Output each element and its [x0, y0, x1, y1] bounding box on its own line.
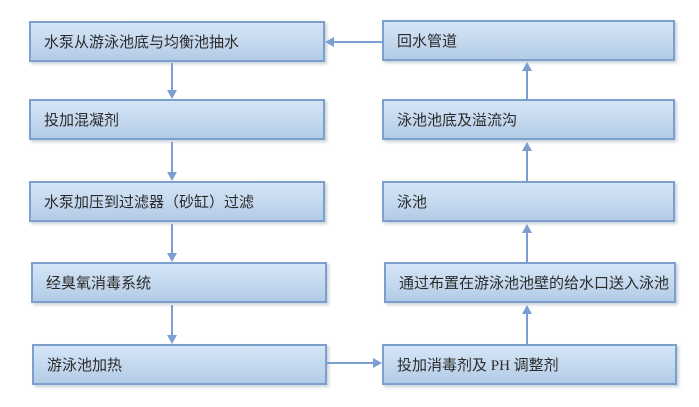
- flow-node-coagulant: 投加混凝剂: [29, 99, 325, 140]
- arrow-line: [171, 63, 173, 91]
- flow-node-pump-intake: 水泵从游泳池底与均衡池抽水: [29, 21, 325, 62]
- arrow-line: [526, 151, 528, 181]
- arrowhead-left-icon: [325, 37, 334, 47]
- flow-node-filter: 水泵加压到过滤器（砂缸）过滤: [29, 181, 325, 222]
- arrow-line: [526, 233, 528, 262]
- arrowhead-up-icon: [522, 305, 532, 314]
- flow-node-disinfectant-ph: 投加消毒剂及 PH 调整剂: [382, 344, 677, 385]
- flow-node-return-pipe: 回水管道: [382, 20, 675, 61]
- flow-node-wall-inlets: 通过布置在游泳池池壁的给水口送入泳池: [384, 262, 676, 303]
- arrowhead-up-icon: [522, 142, 532, 151]
- arrow-line: [334, 41, 382, 43]
- arrow-line: [327, 362, 373, 364]
- arrow-line: [171, 142, 173, 172]
- arrow-line: [526, 314, 528, 344]
- arrowhead-up-icon: [522, 224, 532, 233]
- arrow-line: [171, 224, 173, 253]
- flow-node-pool: 泳池: [382, 181, 675, 222]
- arrowhead-up-icon: [522, 62, 532, 71]
- arrow-line: [171, 305, 173, 335]
- flow-node-heating: 游泳池加热: [32, 344, 327, 385]
- arrowhead-down-icon: [167, 335, 177, 344]
- arrowhead-down-icon: [167, 90, 177, 99]
- arrowhead-right-icon: [373, 358, 382, 368]
- flow-node-ozone: 经臭氧消毒系统: [31, 262, 327, 303]
- arrowhead-down-icon: [167, 172, 177, 181]
- flow-node-pool-bottom-overflow: 泳池池底及溢流沟: [382, 99, 675, 140]
- arrowhead-down-icon: [167, 253, 177, 262]
- arrow-line: [526, 71, 528, 99]
